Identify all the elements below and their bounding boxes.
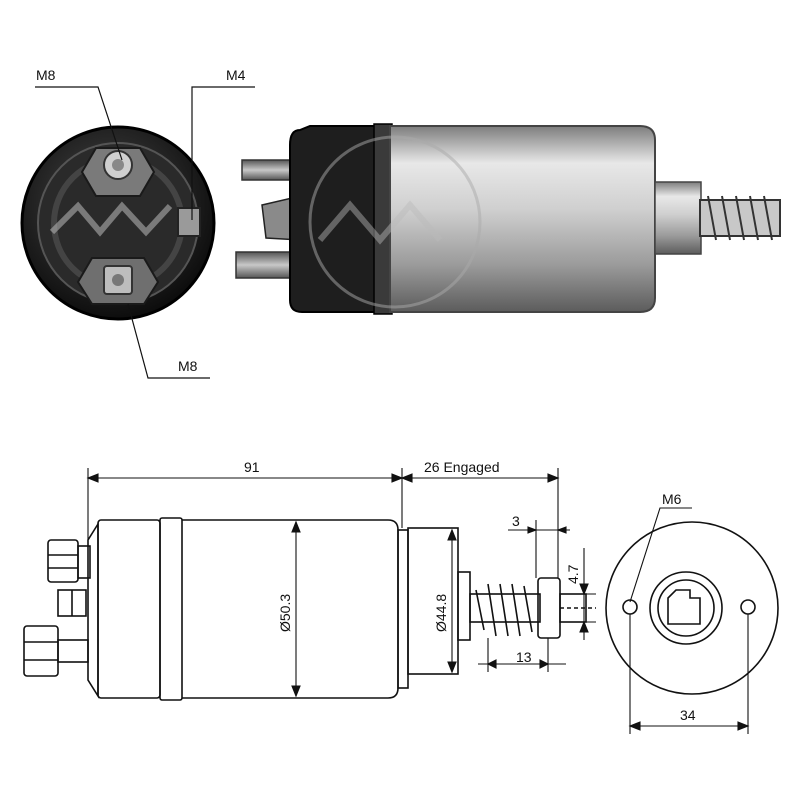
logo-watermark — [49, 201, 173, 237]
nose — [654, 181, 702, 255]
drawing-plunger-head — [537, 577, 561, 639]
photo-leaders — [35, 86, 255, 379]
drawing-spring — [475, 583, 533, 637]
dim-plunger-tip: 3 — [512, 513, 520, 529]
steel-can — [389, 125, 656, 313]
drawing-end-view — [605, 521, 779, 695]
dim-hole-spacing-34: 34 — [680, 707, 696, 723]
terminal-bottom-m8 — [76, 257, 160, 305]
drawing-mount-hole-right — [740, 599, 756, 615]
dim-length-91: 91 — [244, 459, 260, 475]
drawing-end-outline — [605, 521, 779, 695]
dimension-lines-end — [628, 507, 750, 734]
drawing-cap — [97, 519, 161, 699]
dimension-lines-side — [86, 468, 596, 698]
dim-mount-thread-m6: M6 — [662, 491, 682, 507]
label-m4: M4 — [226, 67, 246, 83]
terminal-m4 — [177, 207, 201, 237]
terminal-top-m8 — [80, 147, 156, 197]
label-m8-top: M8 — [36, 67, 56, 83]
dim-travel-26: 26 Engaged — [424, 459, 500, 475]
dim-spring-13: 13 — [516, 649, 532, 665]
drawing-terminal-top — [47, 539, 79, 583]
drawing-center-terminal — [667, 589, 701, 625]
stud-bottom — [235, 251, 299, 279]
label-m8-bottom: M8 — [178, 358, 198, 374]
dim-plunger-height: 4.7 — [565, 564, 581, 584]
dim-nose-diameter: Ø44.8 — [433, 594, 449, 632]
dim-body-diameter: Ø50.3 — [277, 594, 293, 632]
plunger-spring — [699, 195, 781, 241]
drawing-side-view — [23, 517, 596, 701]
drawing-ring — [159, 517, 183, 701]
drawing-terminal-bottom — [23, 625, 59, 677]
side-view-photo — [235, 123, 781, 315]
black-end-cap — [289, 125, 396, 313]
drawing-mount-hole-left — [622, 599, 638, 615]
end-view-photo — [20, 125, 216, 321]
